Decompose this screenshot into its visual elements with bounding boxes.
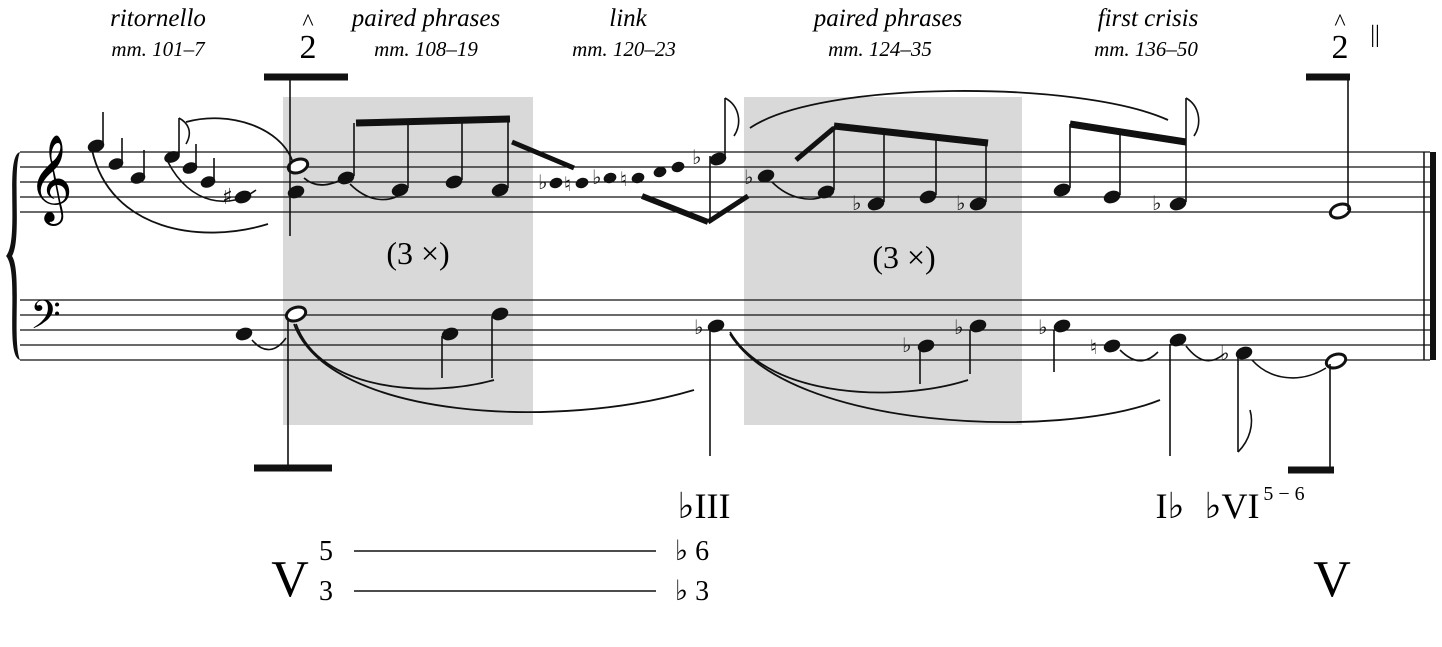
scale-degree-number: 2 <box>300 29 317 66</box>
section-measures: mm. 120–23 <box>572 37 676 61</box>
roman-flat-six-figures: 5 − 6 <box>1263 483 1304 505</box>
section-title: first crisis <box>1098 5 1199 32</box>
bass-staff <box>20 299 1430 361</box>
scale-degree-2-end: ^ 2 || <box>1306 10 1380 81</box>
svg-text:♭: ♭ <box>902 333 911 357</box>
caret-symbol: ^ <box>1334 10 1345 36</box>
section-headings: ritornello mm. 101–7 paired phrases mm. … <box>110 5 1198 61</box>
svg-text:♭: ♭ <box>1152 191 1161 215</box>
figure-top: 5 <box>319 536 333 567</box>
section-title: ritornello <box>110 5 206 32</box>
roman-numeral-analysis: ♭III I♭ ♭VI 5 − 6 V V <box>271 483 1351 608</box>
svg-text:♭: ♭ <box>744 165 753 189</box>
roman-flat-six: ♭VI <box>1205 486 1260 526</box>
bass-clef-icon: 𝄢 <box>30 292 61 348</box>
brace-icon <box>6 152 20 360</box>
svg-text:♭: ♭ <box>956 191 965 215</box>
final-barline <box>1423 152 1436 360</box>
svg-text:♭: ♭ <box>692 145 701 169</box>
section-title: link <box>609 5 647 32</box>
svg-text:♮: ♮ <box>1090 335 1097 359</box>
double-bar-mark: || <box>1370 22 1380 48</box>
svg-text:♭: ♭ <box>592 165 601 189</box>
treble-notes: ♯ ♭ ♮ ♭ ♮ <box>87 77 1352 236</box>
repeat-mark: (3 ×) <box>872 239 935 275</box>
roman-end-dominant: V <box>1313 551 1351 608</box>
svg-text:♮: ♮ <box>620 167 627 191</box>
svg-text:♭: ♭ <box>954 315 963 339</box>
repeat-mark: (3 ×) <box>386 235 449 271</box>
figure-top-end: ♭ 6 <box>675 536 709 567</box>
scale-degree-2-start: ^ 2 <box>264 10 348 81</box>
scale-degree-number: 2 <box>1332 29 1349 66</box>
roman-flat-three: ♭III <box>678 486 731 526</box>
svg-text:♭: ♭ <box>1038 315 1047 339</box>
caret-symbol: ^ <box>302 10 313 36</box>
bass-notes: ♭ ♭ ♭ ♭ ♮ ♭ <box>235 305 1348 474</box>
figure-bottom-end: ♭ 3 <box>675 576 709 607</box>
figured-bass: 5 3 ♭ 6 ♭ 3 <box>319 536 709 607</box>
figure-bottom: 3 <box>319 576 333 607</box>
link-run-notes: ♭ ♮ ♭ ♮ ♭ <box>538 97 750 225</box>
section-measures: mm. 101–7 <box>111 37 206 61</box>
svg-text:♭: ♭ <box>1220 341 1229 365</box>
section-title: paired phrases <box>350 5 500 32</box>
section-measures: mm. 136–50 <box>1094 37 1198 61</box>
svg-text:♭: ♭ <box>538 170 547 194</box>
svg-text:♯: ♯ <box>222 185 233 210</box>
section-measures: mm. 108–19 <box>374 37 478 61</box>
section-measures: mm. 124–35 <box>828 37 932 61</box>
svg-text:♭: ♭ <box>694 315 703 339</box>
roman-one-flat: I♭ <box>1156 486 1185 526</box>
svg-text:♮: ♮ <box>564 172 571 196</box>
section-title: paired phrases <box>812 5 962 32</box>
roman-start-dominant: V <box>271 551 309 608</box>
treble-clef-icon: 𝄞 <box>28 133 73 226</box>
svg-text:♭: ♭ <box>852 191 861 215</box>
